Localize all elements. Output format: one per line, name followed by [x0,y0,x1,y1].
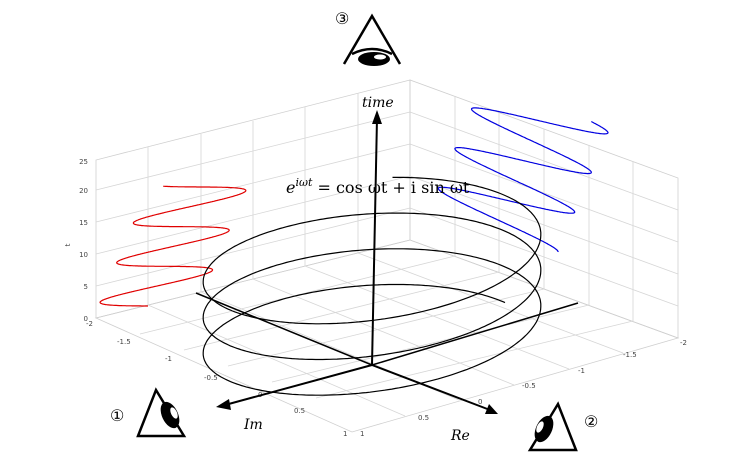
im-tick: 1 [343,430,347,438]
re-tick: -1.5 [623,351,637,359]
t-tick: 10 [79,251,88,259]
t-tick: 25 [79,158,88,166]
re-arrow-head [485,404,498,414]
viewpoint-label-2: ② [584,412,598,431]
t-tick: 15 [79,219,88,227]
eye-icon-left [136,387,187,438]
re-tick: 0.5 [418,414,429,422]
im-axis-ticks: -2 -1.5 -1 -0.5 0 0.5 1 [86,320,347,438]
im-axis-back [195,292,373,366]
helix-curve [202,176,542,396]
t-tick: 0 [84,315,88,323]
im-axis-line [224,364,373,406]
re-tick: -1 [578,367,585,375]
viewpoint-label-3: ③ [335,9,349,28]
im-tick: -0.5 [204,374,218,382]
re-tick: 0 [478,398,482,406]
imaginary-projection-curve [99,185,247,307]
time-axis-label: time [362,95,394,111]
time-arrow-head [372,110,382,124]
re-tick: -2 [680,339,687,347]
t-tick: 20 [79,187,88,195]
im-tick: -1.5 [117,338,131,346]
re-axis-label: Re [450,428,470,444]
euler-equation: eiωt = cos ωt + i sin ωt [286,176,470,197]
viewpoint-label-1: ① [110,406,124,425]
left-wall-grid [95,79,411,319]
im-tick: 0.5 [294,407,305,415]
re-tick: -0.5 [522,382,536,390]
real-projection-curve [437,107,609,253]
im-tick: -2 [86,320,93,328]
t-axis-label: t [64,243,72,246]
im-tick: -1 [165,355,172,363]
t-axis-ticks: 0 5 10 15 20 25 t [64,158,88,323]
re-tick: 1 [360,430,364,438]
im-axis-label: Im [243,417,263,433]
eye-icon-top [342,13,402,66]
re-axis-ticks: 1 0.5 0 -0.5 -1 -1.5 -2 [360,339,687,438]
t-tick: 5 [84,283,88,291]
re-axis-back [371,302,579,366]
eye-icon-right [527,401,578,452]
main-axes [195,110,579,414]
floor-grid [94,239,680,433]
im-arrow-head [216,399,231,410]
time-axis-line [371,117,378,366]
re-axis-line [371,364,491,411]
